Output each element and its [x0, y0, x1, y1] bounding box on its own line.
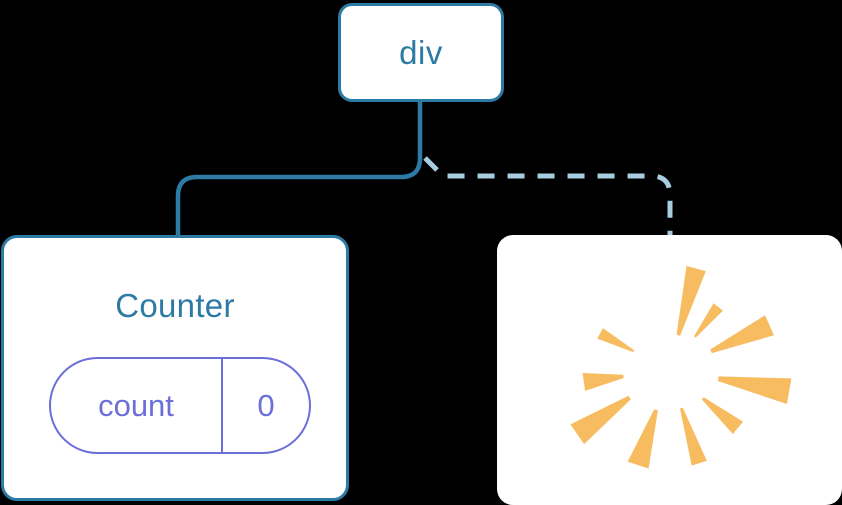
burst-ray-2	[694, 303, 723, 338]
prop-key: count	[51, 359, 223, 452]
node-burst[interactable]	[497, 235, 842, 505]
burst-ray-3	[710, 315, 774, 354]
burst-ray-1	[676, 265, 706, 336]
burst-ray-6	[679, 407, 707, 466]
burst-ray-10	[597, 328, 635, 353]
edge-div-to-burst	[423, 156, 673, 238]
burst-ray-7	[627, 409, 658, 469]
prop-pill-count[interactable]: count 0	[49, 357, 311, 454]
sparkle-burst-icon	[570, 265, 792, 469]
node-counter[interactable]: Counter count 0	[1, 235, 349, 501]
burst-ray-4	[717, 376, 792, 404]
edge-div-to-counter	[175, 97, 423, 241]
burst-ray-5	[701, 397, 744, 434]
node-counter-label: Counter	[115, 287, 235, 324]
prop-value: 0	[257, 387, 275, 423]
burst-ray-8	[570, 395, 631, 445]
node-div-label: div	[399, 33, 443, 71]
burst-ray-9	[582, 373, 624, 391]
node-div[interactable]: div	[338, 3, 504, 102]
